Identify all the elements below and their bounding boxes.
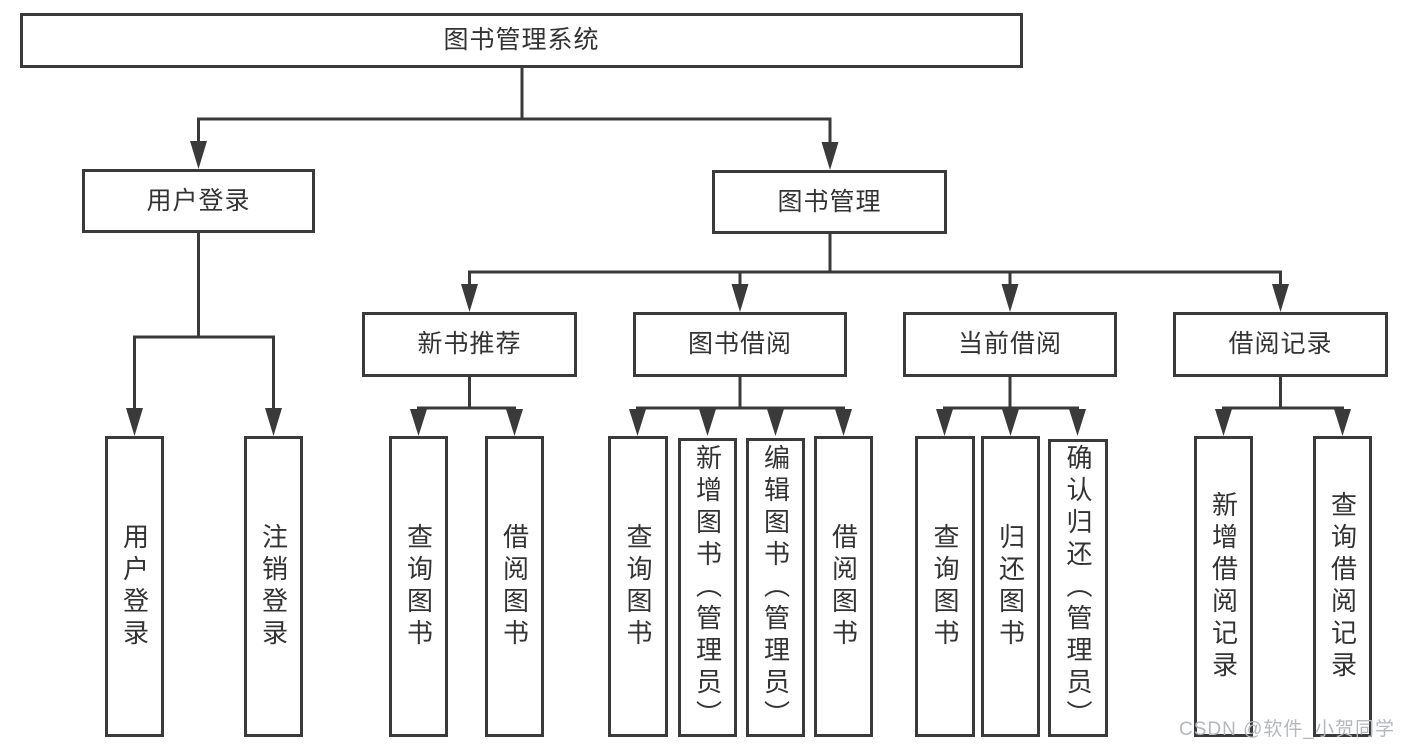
connector-line [943, 375, 1079, 410]
connector-line [468, 232, 1282, 274]
arrowhead [767, 409, 784, 436]
arrowhead [126, 408, 143, 436]
leaf-return-book-label: 归还图书 [995, 522, 1026, 651]
connector-line [133, 231, 275, 339]
connector-line [636, 375, 845, 410]
connector-book-management [461, 232, 1289, 312]
arrowhead [1272, 284, 1289, 312]
node-user-login-label: 用户登录 [146, 186, 251, 215]
arrowhead [1334, 409, 1351, 436]
leaf-query-books-borrow-label: 查询图书 [623, 522, 653, 651]
node-new-book-recommend: 新书推荐 [362, 312, 577, 377]
leaf-add-book-admin: 新增图书（管理员） [678, 438, 737, 737]
watermark: CSDN @软件_小贺同学 [1179, 719, 1395, 740]
node-current-borrow: 当前借阅 [903, 312, 1117, 377]
connector-user-login [126, 231, 282, 436]
leaf-borrow-books-recommend-label: 借阅图书 [499, 522, 530, 651]
leaf-query-books-recommend: 查询图书 [389, 436, 448, 737]
node-user-login: 用户登录 [82, 169, 315, 233]
arrowhead [699, 409, 716, 436]
leaf-edit-book-admin-label: 编辑图书（管理员） [760, 443, 791, 732]
connector-line [1222, 375, 1344, 410]
arrowhead [731, 284, 749, 312]
node-borrow-records-label: 借阅记录 [1228, 330, 1333, 358]
leaf-query-books-current: 查询图书 [915, 436, 975, 737]
arrowhead [1001, 284, 1019, 312]
node-current-borrow-label: 当前借阅 [957, 330, 1062, 358]
leaf-query-books-recommend-label: 查询图书 [403, 522, 434, 651]
arrowhead [835, 409, 852, 436]
leaf-logout-label: 注销登录 [258, 522, 289, 651]
connector-current-borrow [936, 375, 1086, 436]
node-borrow-records: 借阅记录 [1173, 312, 1388, 377]
arrowhead [1069, 409, 1086, 436]
node-book-management: 图书管理 [712, 170, 947, 234]
arrowhead [506, 409, 523, 436]
leaf-add-borrow-record-label: 新增借阅记录 [1208, 490, 1239, 683]
arrowhead [461, 284, 478, 312]
leaf-query-borrow-record-label: 查询借阅记录 [1327, 490, 1358, 683]
leaf-borrow-books-recommend: 借阅图书 [485, 436, 544, 737]
leaf-query-borrow-record: 查询借阅记录 [1313, 436, 1372, 737]
leaf-borrow-books-borrow: 借阅图书 [814, 436, 873, 737]
connector-borrow-records [1215, 375, 1351, 436]
leaf-add-book-admin-label: 新增图书（管理员） [692, 443, 723, 732]
arrowhead [629, 409, 646, 436]
node-book-borrow-label: 图书借阅 [687, 330, 792, 358]
leaf-query-books-current-label: 查询图书 [930, 522, 960, 651]
node-book-borrow: 图书借阅 [633, 312, 847, 377]
connector-book-borrow [629, 375, 852, 436]
leaf-return-book: 归还图书 [981, 436, 1040, 737]
leaf-confirm-return-admin-label: 确认归还（管理员） [1063, 444, 1093, 732]
arrowhead [821, 142, 839, 170]
arrowhead [1002, 409, 1019, 436]
leaf-user-login: 用户登录 [105, 436, 164, 737]
connector-new-book-recommend [410, 375, 523, 436]
leaf-edit-book-admin: 编辑图书（管理员） [746, 438, 805, 737]
leaf-add-borrow-record: 新增借阅记录 [1194, 436, 1253, 737]
node-new-book-recommend-label: 新书推荐 [417, 330, 522, 358]
node-book-management-label: 图书管理 [777, 187, 882, 216]
arrowhead [265, 408, 282, 436]
connector-root [190, 66, 839, 170]
connector-line [417, 375, 516, 410]
arrowhead [1215, 409, 1232, 436]
arrowhead [190, 141, 207, 169]
connector-line [197, 66, 832, 121]
node-root: 图书管理系统 [20, 13, 1023, 68]
node-root-label: 图书管理系统 [443, 26, 600, 54]
leaf-logout: 注销登录 [244, 436, 303, 737]
leaf-user-login-label: 用户登录 [119, 522, 150, 651]
leaf-query-books-borrow: 查询图书 [608, 436, 668, 737]
arrowhead [410, 409, 427, 436]
leaf-confirm-return-admin: 确认归还（管理员） [1048, 439, 1108, 737]
leaf-borrow-books-borrow-label: 借阅图书 [828, 522, 859, 651]
arrowhead [936, 409, 953, 436]
